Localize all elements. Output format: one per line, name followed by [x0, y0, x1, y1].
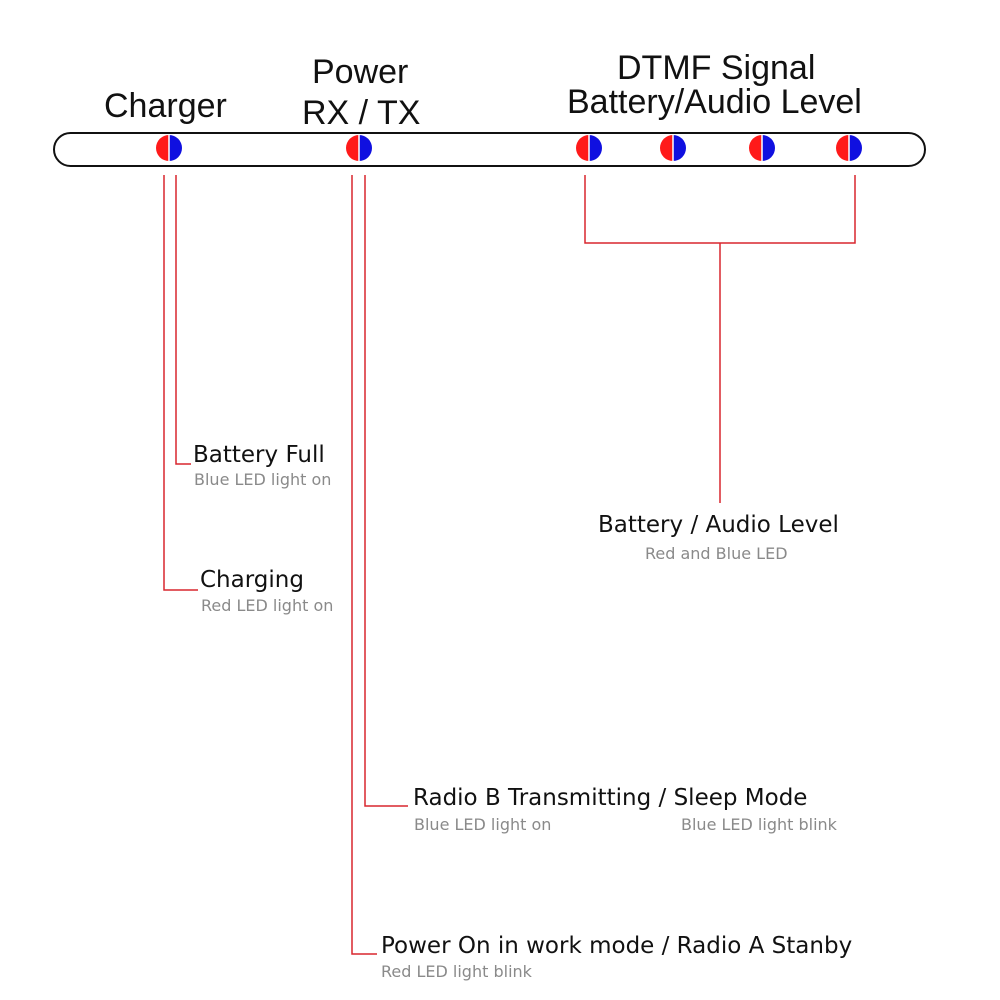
led-power — [346, 135, 372, 161]
header-dtmf-signal: DTMF Signal — [617, 49, 816, 87]
led-charger-red-half — [156, 135, 169, 161]
callout-battery-full-sub: Blue LED light on — [194, 470, 332, 489]
callout-battery-full-title: Battery Full — [193, 442, 325, 468]
led-level-2-blue-half — [673, 135, 686, 161]
indicator-bar — [53, 132, 926, 167]
led-level-2 — [660, 135, 686, 161]
callout-battery-audio-title: Battery / Audio Level — [598, 512, 839, 538]
led-level-3 — [749, 135, 775, 161]
header-rx-tx: RX / TX — [302, 94, 421, 132]
header-power: Power — [312, 53, 409, 91]
led-level-1 — [576, 135, 602, 161]
wire-radio-b — [364, 175, 408, 807]
callout-battery-audio-sub: Red and Blue LED — [645, 544, 788, 563]
callout-power-on-sub: Red LED light blink — [381, 962, 532, 981]
header-battery-audio-level: Battery/Audio Level — [567, 83, 862, 121]
callout-radio-b-title: Radio B Transmitting / Sleep Mode — [413, 785, 808, 811]
led-level-3-red-half — [749, 135, 762, 161]
led-level-2-red-half — [660, 135, 673, 161]
wire-power-on — [351, 175, 377, 955]
led-level-1-blue-half — [589, 135, 602, 161]
callout-radio-b-sub-right: Blue LED light blink — [681, 815, 837, 834]
wire-charging — [163, 175, 198, 591]
wire-battery-full — [175, 175, 191, 465]
led-level-4-red-half — [836, 135, 849, 161]
led-level-1-red-half — [576, 135, 589, 161]
led-charger-blue-half — [169, 135, 182, 161]
callout-radio-b-sub-left: Blue LED light on — [414, 815, 552, 834]
callout-charging-title: Charging — [200, 567, 304, 593]
callout-power-on-title: Power On in work mode / Radio A Stanby — [381, 933, 853, 959]
led-level-4-blue-half — [849, 135, 862, 161]
callout-charging-sub: Red LED light on — [201, 596, 334, 615]
header-charger: Charger — [104, 87, 227, 125]
led-level-3-blue-half — [762, 135, 775, 161]
led-power-red-half — [346, 135, 359, 161]
led-level-4 — [836, 135, 862, 161]
led-charger — [156, 135, 182, 161]
led-power-blue-half — [359, 135, 372, 161]
wire-level-bracket — [584, 175, 856, 244]
